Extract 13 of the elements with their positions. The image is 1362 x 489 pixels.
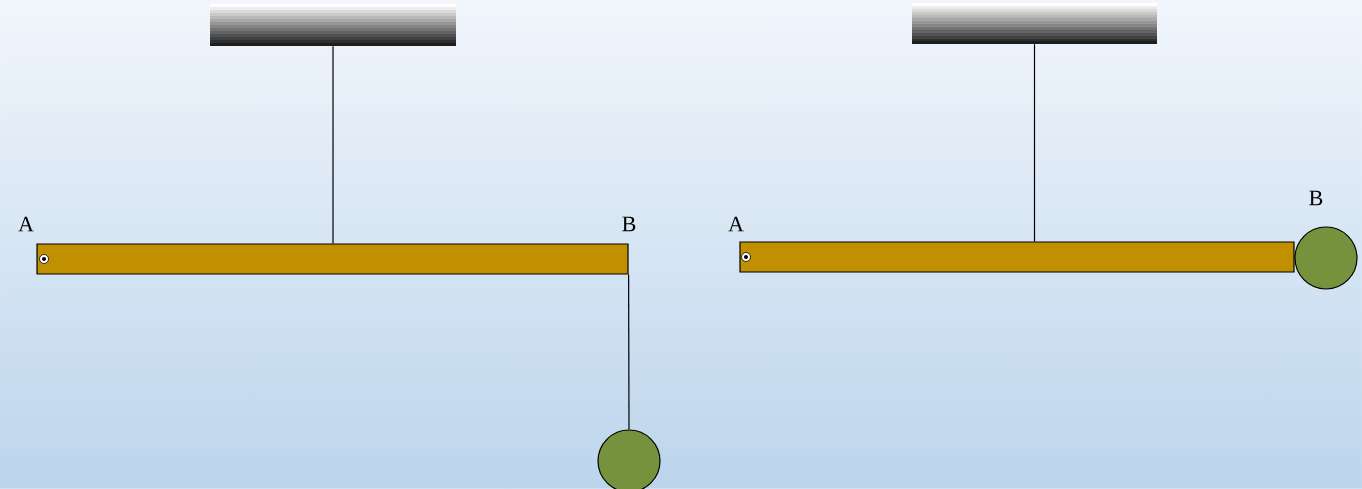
- point-label: B: [1309, 190, 1323, 206]
- point-label: A: [728, 216, 744, 232]
- ceiling-block: [210, 4, 456, 46]
- string: [628, 274, 630, 430]
- point-label: B: [622, 216, 636, 232]
- string: [1033, 43, 1036, 242]
- ball: [1294, 226, 1358, 290]
- ceiling-block: [912, 3, 1157, 44]
- point-label: A: [18, 216, 34, 232]
- rod: [36, 243, 629, 275]
- ball: [597, 429, 661, 489]
- rod: [739, 241, 1295, 273]
- string: [332, 45, 334, 244]
